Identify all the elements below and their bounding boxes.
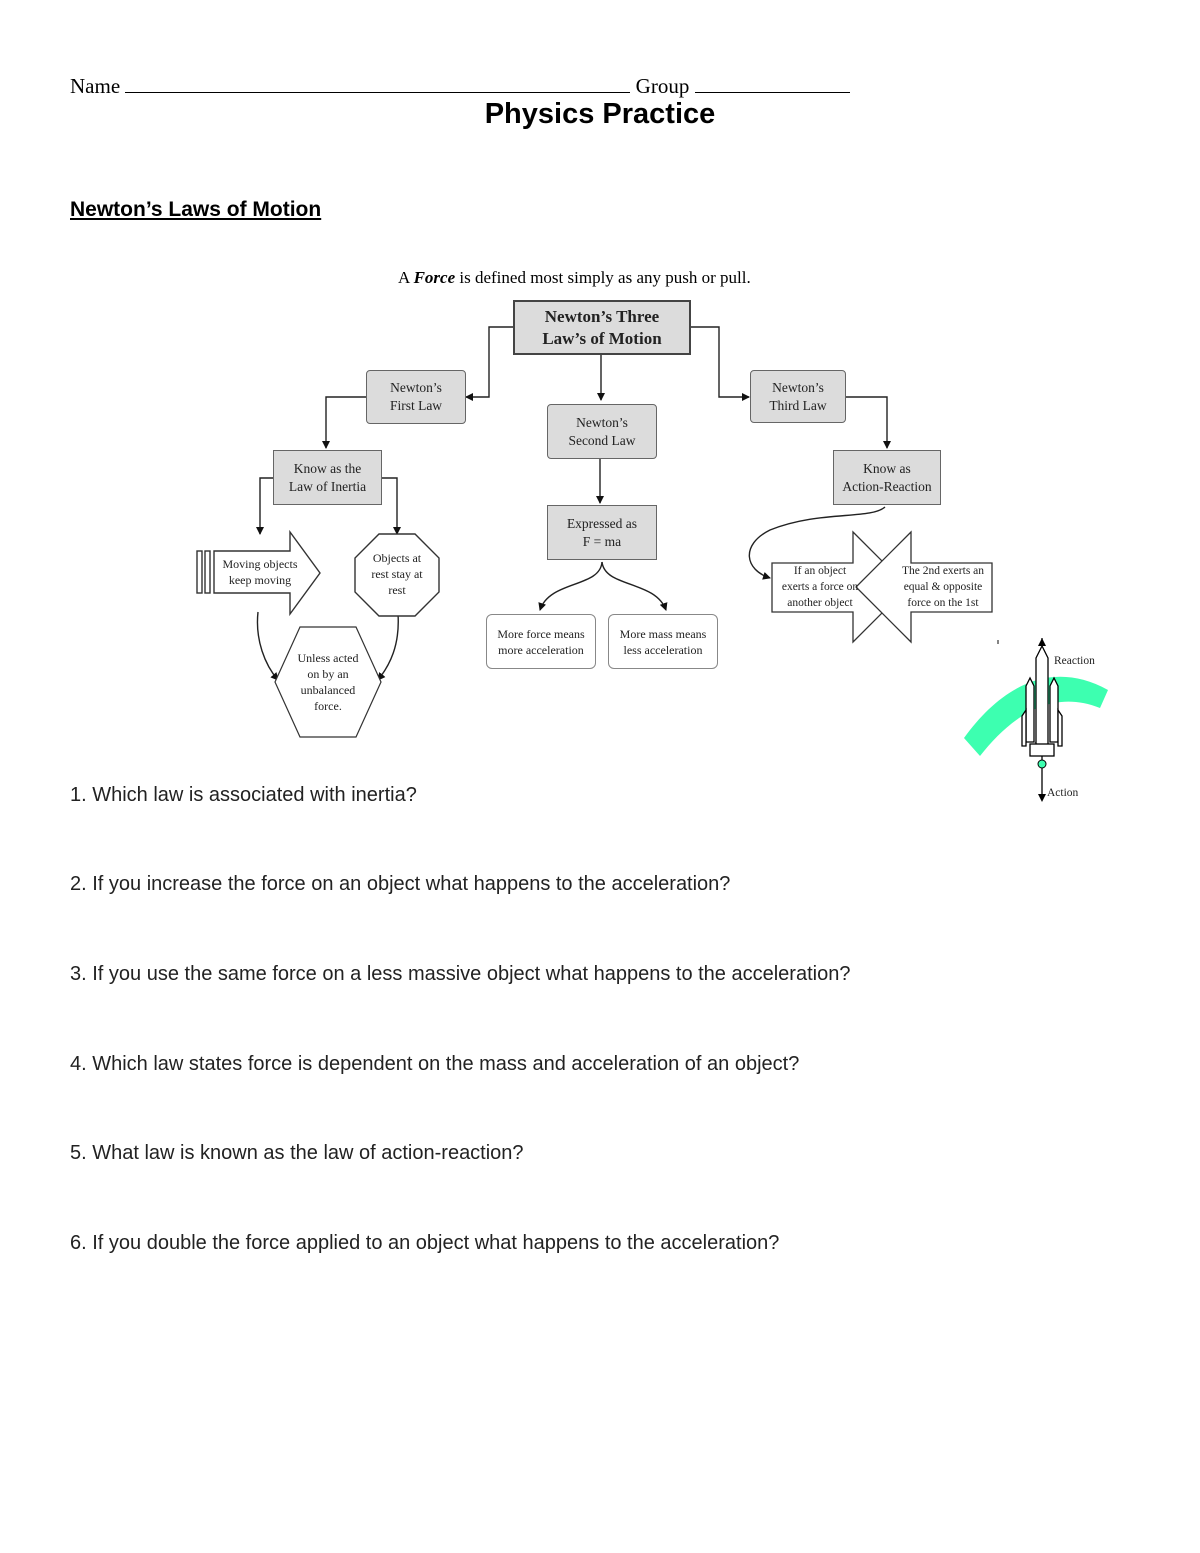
moving-objects-arrow-shape bbox=[196, 530, 321, 616]
rocket-icon bbox=[964, 638, 1108, 802]
force-definition: A Force is defined most simply as any pu… bbox=[398, 268, 751, 287]
header-line: Name Group bbox=[70, 74, 850, 99]
question-4: 4. Which law states force is dependent o… bbox=[70, 1053, 800, 1075]
question-1: 1. Which law is associated with inertia? bbox=[70, 784, 417, 806]
action-label: Action bbox=[1047, 787, 1079, 799]
question-3: 3. If you use the same force on a less m… bbox=[70, 963, 851, 985]
name-label: Name bbox=[70, 74, 121, 98]
concept-map-connectors bbox=[256, 326, 891, 681]
reaction-label: Reaction bbox=[1054, 655, 1095, 667]
objects-at-rest-octagon bbox=[354, 533, 440, 617]
action-reaction-arrows bbox=[771, 530, 993, 644]
group-label: Group bbox=[635, 74, 690, 98]
name-field[interactable] bbox=[125, 74, 631, 93]
rocket-exhaust-swoosh bbox=[964, 676, 1108, 756]
force-term: Force bbox=[413, 268, 456, 287]
unless-acted-hexagon bbox=[274, 626, 382, 738]
section-heading: Newton’s Laws of Motion bbox=[70, 198, 322, 221]
group-field[interactable] bbox=[694, 74, 850, 93]
question-5: 5. What law is known as the law of actio… bbox=[70, 1142, 524, 1164]
question-2: 2. If you increase the force on an objec… bbox=[70, 873, 731, 895]
page-title: Physics Practice bbox=[484, 98, 716, 130]
question-6: 6. If you double the force applied to an… bbox=[70, 1232, 780, 1254]
